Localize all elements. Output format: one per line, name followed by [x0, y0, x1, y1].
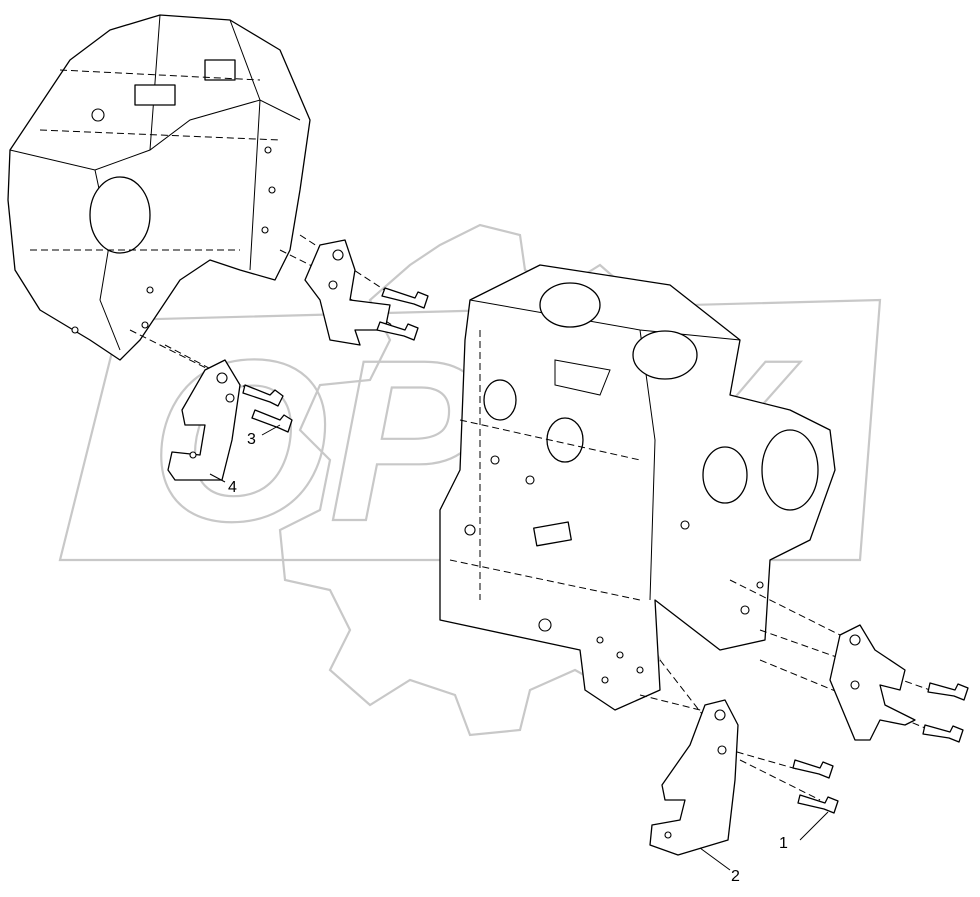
- bolt-upper-2: [376, 321, 419, 341]
- flywheel-housing: [7, 14, 311, 361]
- callout-1: 1: [779, 835, 788, 852]
- leader-4: [209, 473, 226, 483]
- leader-3: [261, 424, 281, 436]
- bolt-3b: [251, 409, 293, 433]
- bolt-1b: [797, 794, 839, 814]
- leader-2: [699, 847, 731, 871]
- callout-2: 2: [731, 868, 740, 885]
- bolt-right-1: [927, 682, 969, 701]
- callout-3: 3: [247, 431, 256, 448]
- bracket-4: [167, 359, 241, 481]
- bracket-front-right: [829, 624, 916, 741]
- bracket-2: [649, 699, 739, 856]
- leader-1: [799, 811, 829, 841]
- bracket-rear-upper: [304, 239, 391, 346]
- bolt-right-2: [922, 724, 964, 743]
- engine-block: [439, 264, 836, 711]
- bolt-1a: [792, 759, 834, 779]
- bolt-3a: [242, 384, 284, 407]
- callout-4: 4: [228, 479, 237, 496]
- bolt-upper-1: [381, 287, 429, 309]
